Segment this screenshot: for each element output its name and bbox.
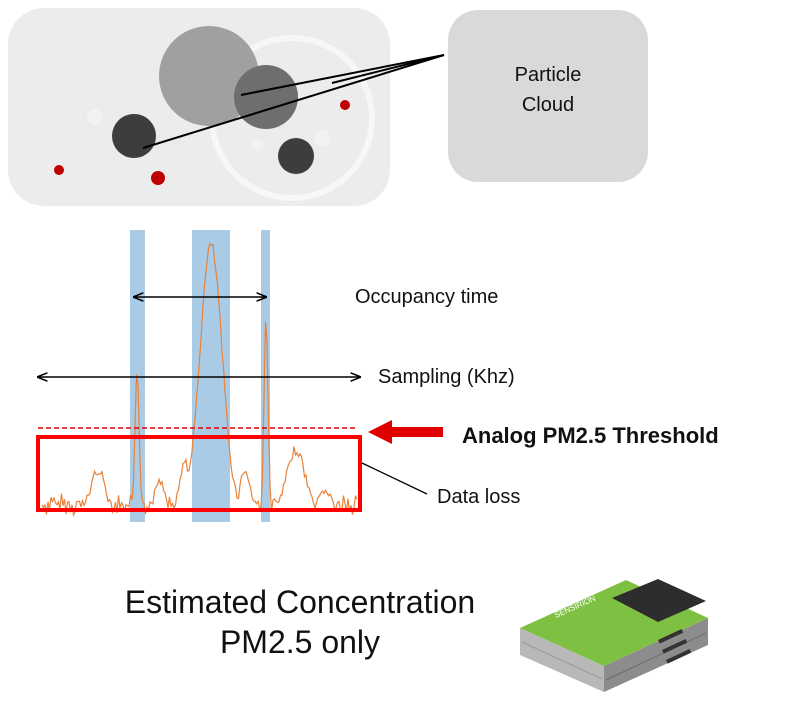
particle-cloud-callout [448, 10, 648, 182]
ghost-particle [314, 130, 330, 146]
particle-large [159, 26, 259, 126]
occupancy-time-label: Occupancy time [355, 286, 499, 308]
ghost-particle [252, 139, 264, 151]
callout-line [240, 54, 445, 96]
estimated-concentration-text: Estimated Concentration PM2.5 only [70, 582, 530, 662]
particle-dark [112, 114, 156, 158]
particle-dark [278, 138, 314, 174]
particulate-sensor-icon: SENSIRION [520, 579, 708, 692]
sampling-label: Sampling (Khz) [378, 366, 515, 388]
callout-line [331, 54, 445, 84]
particle-cloud-label: Particle Cloud [448, 60, 648, 120]
particle-small-red [340, 100, 350, 110]
threshold-arrow [368, 420, 443, 444]
data-loss-label: Data loss [437, 486, 521, 508]
callout-line [142, 54, 445, 149]
particle-medium [234, 65, 298, 129]
particle-cloud-line1: Particle [514, 64, 582, 86]
ghost-particle [87, 109, 103, 125]
particle-small-red [151, 171, 165, 185]
signal-trace [41, 242, 358, 517]
particle-cloud-line2: Cloud [521, 94, 575, 116]
particle-small-red [54, 165, 64, 175]
occupancy-band [130, 230, 145, 522]
estimate-line1: Estimated Concentration [124, 584, 476, 620]
threshold-label: Analog PM2.5 Threshold [462, 423, 719, 448]
data-loss-box [36, 435, 362, 512]
estimate-line2: PM2.5 only [219, 624, 381, 660]
data-loss-pointer [361, 462, 428, 495]
